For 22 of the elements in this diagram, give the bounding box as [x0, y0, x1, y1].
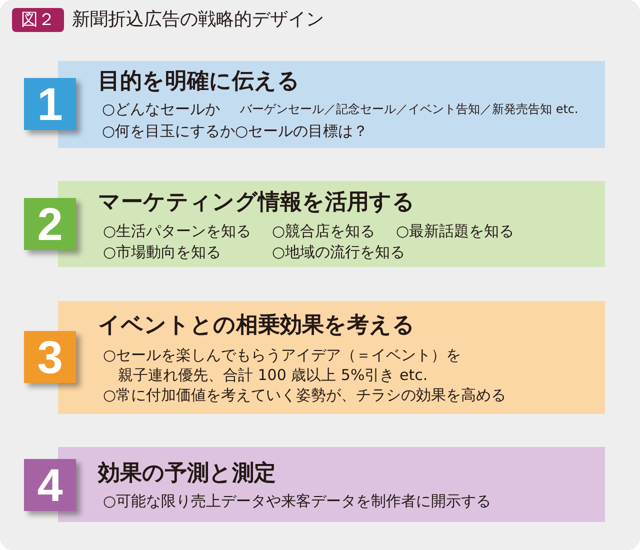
example-list: バーゲンセール／記念セール／イベント告知／新発売告知 etc. — [240, 99, 578, 119]
bullet-text: ○生活パターンを知る — [103, 221, 252, 241]
bullet-text: ○競合店を知る — [272, 221, 376, 241]
bullet-text: ○何を目玉にするか — [102, 121, 236, 141]
step-number: 3 — [24, 331, 76, 383]
bullet-text: ○市場動向を知る — [103, 242, 222, 262]
bullet-text: ○最新話題を知る — [396, 221, 514, 241]
step-number: 1 — [24, 78, 76, 130]
bullet-text: ○地域の流行を知る — [272, 242, 406, 262]
step-number: 4 — [24, 459, 76, 511]
figure-badge: 図２ — [12, 8, 64, 32]
section-heading: イベントとの相乗効果を考える — [98, 312, 415, 340]
diagram-title: 新聞折込広告の戦略的デザイン — [72, 8, 324, 32]
bullet-text: ○セールの目標は？ — [235, 121, 368, 141]
bullet-text: ○どんなセールか — [102, 99, 220, 119]
section-heading: 目的を明確に伝える — [98, 68, 300, 96]
bullet-text: ○常に付加価値を考えていく姿勢が、チラシの効果を高める — [103, 385, 506, 405]
bullet-text: ○可能な限り売上データや来客データを制作者に開示する — [103, 491, 492, 511]
section-heading: 効果の予測と測定 — [98, 460, 276, 488]
step-number: 2 — [24, 198, 76, 250]
section-heading: マーケティング情報を活用する — [98, 189, 415, 217]
bullet-text: ○セールを楽しんでもらうアイデア（＝イベント）を親子連れ優先、合計 100 歳以上 5%引き etc. — [103, 345, 462, 385]
